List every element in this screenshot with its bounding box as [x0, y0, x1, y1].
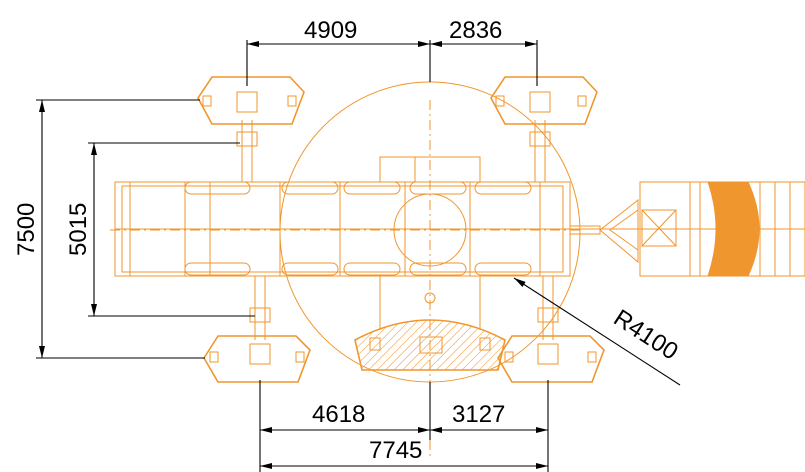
- dimension-lines: [36, 40, 681, 472]
- outrigger-pad-bottom-left: [203, 335, 311, 383]
- outrigger-pad-top-left: [197, 76, 305, 125]
- crane-machine-outline: [110, 76, 805, 460]
- dim-top-right-span: 2836: [449, 17, 502, 44]
- counterweight: [354, 319, 506, 371]
- dim-swing-radius: R4100: [609, 304, 683, 365]
- dim-bottom-left-span: 4618: [312, 401, 365, 428]
- outrigger-pad-top-right: [490, 76, 598, 125]
- carrier-body: [114, 156, 571, 277]
- dim-bottom-right-span: 3127: [452, 401, 505, 428]
- outrigger-pad-bottom-right: [497, 335, 605, 383]
- boom: [569, 181, 805, 277]
- dim-top-left-span: 4909: [304, 17, 357, 44]
- dim-overall-length: 7500: [13, 203, 40, 256]
- outrigger-beams: [236, 120, 559, 340]
- dim-inner-length: 5015: [65, 203, 92, 256]
- dim-overall-width: 7745: [369, 437, 422, 464]
